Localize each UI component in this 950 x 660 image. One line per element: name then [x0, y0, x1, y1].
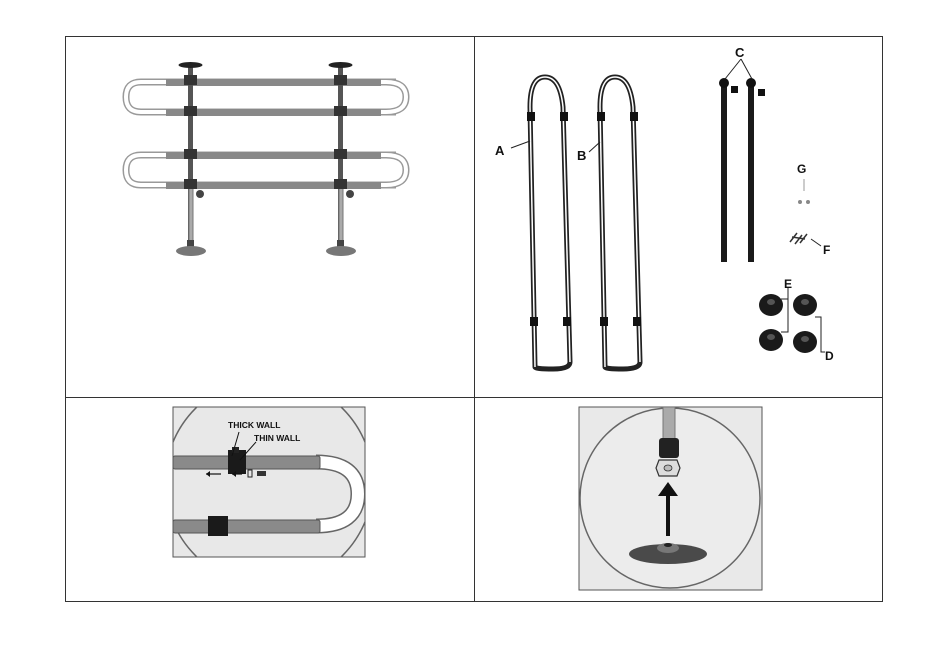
assembled-divider-panel — [66, 37, 475, 398]
tube-wall-detail-illustration: THICK WALL THIN WALL — [66, 398, 475, 601]
foot-attachment-detail-panel — [475, 398, 882, 601]
tube-wall-detail-panel: THICK WALL THIN WALL — [66, 398, 475, 601]
thick-wall-label: THICK WALL — [228, 420, 280, 430]
parts-illustration: A B C G F — [475, 37, 882, 398]
part-label-g: G — [797, 162, 806, 176]
part-label-b: B — [577, 148, 586, 163]
foot-attachment-illustration — [475, 398, 882, 601]
part-label-e: E — [784, 277, 792, 291]
screws-icon — [790, 233, 807, 244]
part-label-d: D — [825, 349, 834, 363]
part-label-c: C — [735, 45, 745, 60]
parts-panel: A B C G F — [475, 37, 882, 398]
instruction-figure-grid: A B C G F — [65, 36, 883, 602]
thin-wall-label: THIN WALL — [254, 433, 300, 443]
part-label-a: A — [495, 143, 505, 158]
part-label-f: F — [823, 243, 830, 257]
assembled-divider-illustration — [66, 37, 475, 398]
